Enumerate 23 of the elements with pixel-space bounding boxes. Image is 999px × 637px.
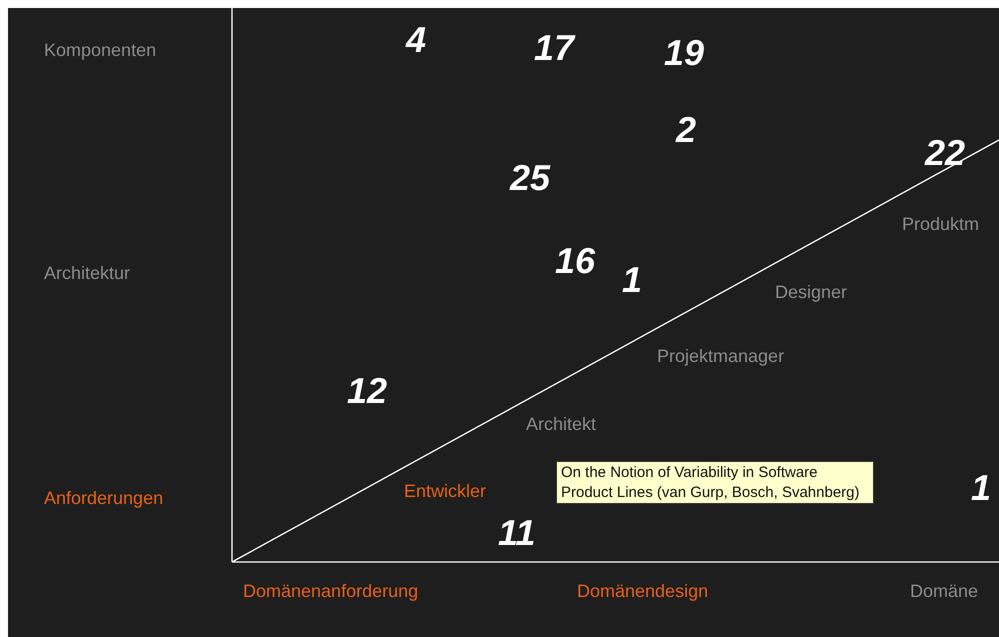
number-label: 1 [971, 470, 992, 506]
axis-label: Komponenten [44, 41, 156, 59]
number-label: 17 [534, 30, 574, 66]
number-label: 1 [622, 262, 642, 298]
number-label: 2 [676, 112, 696, 148]
note-box: On the Notion of Variability in Software Product Lines (van Gurp, Bosch, Svahnberg) [556, 461, 874, 504]
number-label: 11 [498, 515, 536, 551]
axis-label: Entwickler [404, 482, 486, 500]
number-label: 16 [555, 243, 596, 279]
axis-label: Anforderungen [44, 489, 164, 507]
axis-label: Produktm [902, 215, 980, 233]
axis-label: Domänendesign [577, 582, 708, 600]
axis-label: Architektur [44, 264, 130, 282]
axis-label: Architekt [526, 415, 596, 433]
axis-label: Domäne [910, 582, 978, 600]
axis-label: Projektmanager [657, 347, 784, 365]
number-label: 19 [664, 35, 704, 71]
axis-label: Domänenanforderung [243, 582, 418, 600]
number-label: 22 [925, 135, 966, 171]
number-label: 25 [510, 160, 550, 196]
axis-label: Designer [775, 283, 848, 301]
number-label: 4 [406, 22, 426, 58]
number-label: 12 [347, 373, 388, 409]
